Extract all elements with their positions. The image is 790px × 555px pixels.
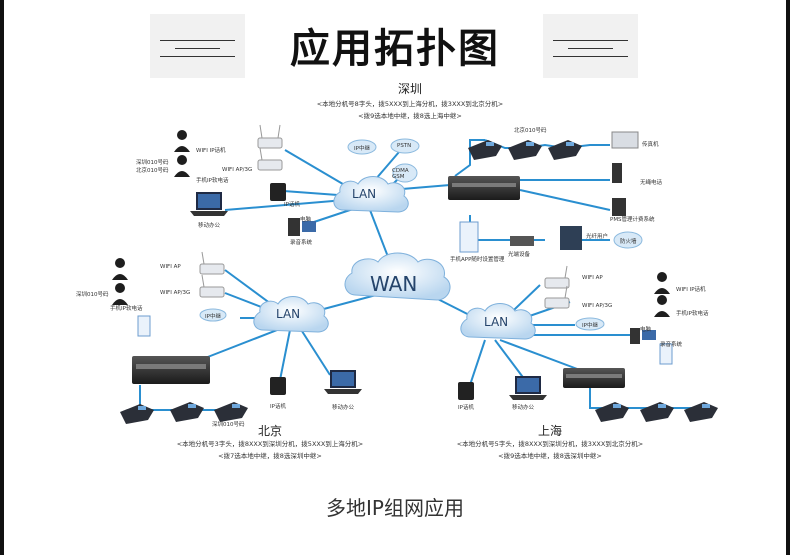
label-sh-ip-trunk: IP中继 <box>582 323 598 329</box>
label-sz-firewall: 防火墙 <box>620 239 637 245</box>
label-sz-bj-010: 北京010号码 <box>136 168 169 174</box>
city-shanghai: 上海 <box>537 424 562 438</box>
label-sz-app: 手机APP随时设置管理 <box>450 257 505 263</box>
shenzhen-note-1: <本地分机号8字头，拨5XXX到上海分机，拨3XXX到北京分机> <box>316 100 504 108</box>
label-sz-pc: 电脑 <box>300 217 312 223</box>
label-sz-ip-trunk: IP中继 <box>354 146 370 152</box>
shanghai-note-1: <本地分机号5字头，拨8XXX到深圳分机，拨3XXX到北京分机> <box>456 440 644 448</box>
shanghai-note-2: <拨9选本地中继，拨8选深圳中继> <box>498 452 602 460</box>
lan-label-shenzhen: LAN <box>352 187 377 201</box>
label-sz-users: 光纤用户 <box>586 234 609 240</box>
lan-cloud-shanghai <box>460 303 536 340</box>
label-bj-sz-010: 深圳010号码 <box>76 292 109 298</box>
mobile-apps <box>137 315 673 365</box>
label-sh-recording: 录音系统 <box>660 342 683 348</box>
title-ornament-left <box>150 14 245 78</box>
lan-cloud-shenzhen <box>333 176 409 213</box>
label-bj-sz-010-bottom: 深圳010号码 <box>212 422 245 428</box>
label-bj-ip-trunk: IP中继 <box>205 314 221 320</box>
label-sz-ip-phone: IP话机 <box>284 202 300 208</box>
label-sh-mobile-ip-phone: 手机IP软电话 <box>676 311 709 317</box>
label-sz-wifi-ap: WIFI AP/3G <box>222 167 253 173</box>
pbx-server-shenzhen <box>448 176 520 200</box>
label-sh-mobile-office: 移动办公 <box>512 405 535 411</box>
shenzhen-peripherals <box>459 131 639 253</box>
label-sh-wifi-ip-phone: WIFI IP话机 <box>676 287 706 293</box>
label-sz-wireless-phone: 无绳电话 <box>640 180 663 186</box>
ip-phones <box>270 183 474 400</box>
wan-cloud <box>344 252 451 301</box>
label-bj-wifi-ap: WIFI AP <box>160 264 181 270</box>
page-title: 应用拓扑图 <box>290 26 500 72</box>
label-bj-mobile-ip-phone: 手机IP软电话 <box>110 306 143 312</box>
label-sh-pc: 电脑 <box>640 327 652 333</box>
beijing-note-2: <拨7选本地中继，拨8选深圳中继> <box>218 452 322 460</box>
frame-left-edge <box>0 0 4 555</box>
label-sh-ip-phone: IP话机 <box>458 405 474 411</box>
label-sz-pstn: PSTN <box>397 143 412 149</box>
label-bj-wifi-ap-3g: WIFI AP/3G <box>160 290 191 296</box>
wan-label: WAN <box>370 272 418 296</box>
pbx-server-beijing <box>132 356 210 384</box>
label-sz-recording: 录音系统 <box>290 240 313 246</box>
wifi-access-points <box>199 124 570 309</box>
label-sz-pos-system: PMS管理计费系统 <box>610 217 655 223</box>
lan-label-shanghai: LAN <box>484 315 509 329</box>
title-ornament-right <box>543 14 638 78</box>
beijing-note-1: <本地分机号3字头，拨8XXX到深圳分机，拨5XXX到上海分机> <box>176 440 364 448</box>
desktop-computers <box>288 218 656 344</box>
city-beijing: 北京 <box>257 424 282 438</box>
phone-screens <box>138 142 710 410</box>
label-sz-gateway: 光端设备 <box>508 252 531 258</box>
users <box>112 130 670 317</box>
label-sz-bj-010-top: 北京010号码 <box>514 128 547 134</box>
pbx-server-shanghai <box>563 368 625 388</box>
label-sz-010: 深圳010号码 <box>136 160 169 166</box>
footer-caption: 多地IP组网应用 <box>326 496 464 520</box>
label-sz-mobile-ip-phone: 手机IP软电话 <box>196 178 229 184</box>
city-shenzhen: 深圳 <box>397 82 422 96</box>
small-clouds <box>199 138 643 331</box>
laptops <box>190 192 547 400</box>
lan-cloud-beijing <box>253 296 329 333</box>
label-sz-mobile-office: 移动办公 <box>198 223 221 229</box>
shenzhen-note-2: <拨9选本地中继，拨8选上海中继> <box>358 112 462 120</box>
label-bj-mobile-office: 移动办公 <box>332 405 355 411</box>
label-sz-fax: 传真机 <box>642 142 659 148</box>
frame-right-edge <box>786 0 790 555</box>
label-sh-wifi-ap: WIFI AP <box>582 275 603 281</box>
label-sh-wifi-ap-3g: WIFI AP/3G <box>582 303 613 309</box>
label-sz-cdma: CDMA GSM <box>392 168 409 180</box>
lan-label-beijing: LAN <box>276 307 301 321</box>
label-sz-wifi-ip-phone: WIFI IP话机 <box>196 148 226 154</box>
label-bj-ip-phone: IP话机 <box>270 404 286 410</box>
